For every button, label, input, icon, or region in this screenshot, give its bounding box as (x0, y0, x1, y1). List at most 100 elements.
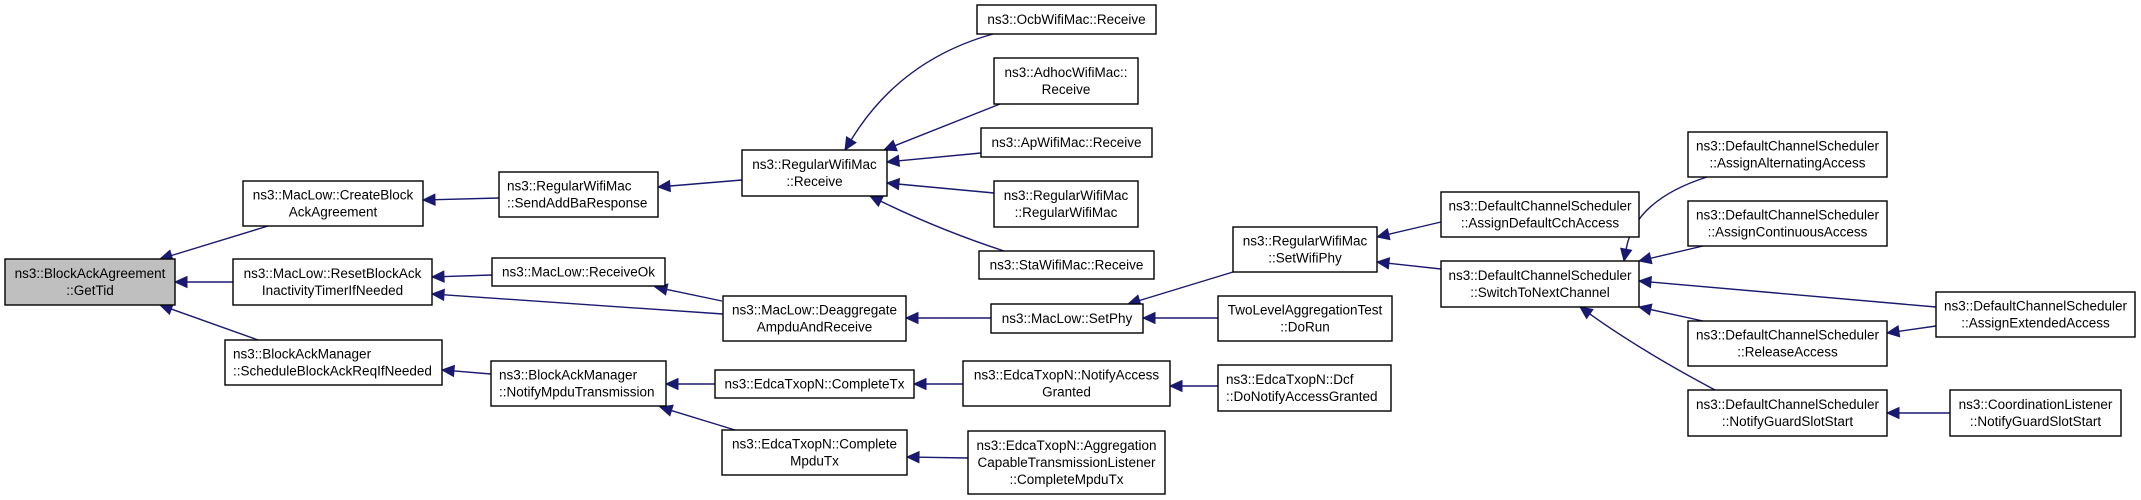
edge-n28-to-n26 (1885, 325, 1937, 338)
node-adhocwifimac-receive[interactable]: ns3::AdhocWifiMac::Receive (993, 57, 1139, 105)
edge-line (443, 274, 493, 278)
edge-line (434, 197, 500, 201)
node-stawifimac-receive[interactable]: ns3::StaWifiMac::Receive (978, 250, 1155, 280)
node-twolevelaggregationtest-dorun[interactable]: TwoLevelAggregationTest::DoRun (1217, 295, 1393, 342)
node-box (1935, 291, 2136, 338)
node-ocbwifimac-receive[interactable]: ns3::OcbWifiMac::Receive (976, 4, 1157, 35)
arrowhead-icon (421, 193, 436, 206)
node-regularwifimac-setwifiphy[interactable]: ns3::RegularWifiMac::SetWifiPhy (1232, 226, 1378, 273)
edge-n16-to-n8 (904, 311, 991, 325)
node-regularwifimac-sendaddbaresponse[interactable]: ns3::RegularWifiMac::SendAddBaResponse (498, 171, 659, 218)
edge-line (1388, 221, 1442, 235)
edge-n24-to-n23 (1620, 176, 1708, 263)
edge-n11-to-n7 (844, 33, 994, 152)
arrowhead-icon (430, 288, 445, 302)
node-edcatxopn-completempdutx[interactable]: ns3::EdcaTxopN::CompleteMpduTx (721, 429, 908, 476)
node-defaultchannelscheduler-assignalternatingaccess[interactable]: ns3::DefaultChannelScheduler::AssignAlte… (1687, 131, 1888, 178)
node-box (1232, 226, 1378, 273)
edge-n8-to-n2 (430, 288, 724, 315)
edge-line (1625, 176, 1708, 250)
node-label: MpduTx (790, 454, 839, 469)
node-label: ::RegularWifiMac (1015, 205, 1118, 220)
node-box (1687, 131, 1888, 178)
arrowhead-icon (905, 450, 920, 464)
node-defaultchannelscheduler-assigndefaultcchaccess[interactable]: ns3::DefaultChannelScheduler::AssignDefa… (1440, 191, 1640, 238)
edge-n18-to-n10 (905, 450, 969, 464)
arrowhead-icon (1885, 325, 1901, 338)
node-edcatxopn-notifyaccessgranted[interactable]: ns3::EdcaTxopN::NotifyAccessGranted (962, 360, 1171, 407)
edge-n2-to-n0 (173, 275, 233, 289)
node-maclow-receiveok[interactable]: ns3::MacLow::ReceiveOk (491, 257, 666, 287)
node-label: ns3::MacLow::CreateBlock (253, 188, 414, 203)
edge-n23-to-n19 (1375, 257, 1442, 270)
arrowhead-icon (912, 377, 927, 391)
node-defaultchannelscheduler-releaseaccess[interactable]: ns3::DefaultChannelScheduler::ReleaseAcc… (1687, 320, 1888, 367)
node-box (4, 258, 176, 306)
node-box (1217, 364, 1392, 412)
node-label: ::SetWifiPhy (1268, 251, 1342, 266)
edge-line (918, 456, 969, 459)
node-label: CapableTransmissionListener (977, 455, 1156, 470)
node-label: ns3::MacLow::ResetBlockAck (244, 266, 422, 281)
node-label: ::ScheduleBlockAckReqIfNeeded (233, 364, 432, 379)
node-box (1440, 191, 1640, 238)
node-label: ns3::CoordinationListener (1959, 397, 2113, 412)
node-box (990, 303, 1144, 334)
arrowhead-icon (1579, 306, 1594, 320)
arrowhead-icon (885, 177, 901, 191)
node-maclow-setphy[interactable]: ns3::MacLow::SetPhy (990, 303, 1144, 334)
node-defaultchannelscheduler-notifyguardslotstart[interactable]: ns3::DefaultChannelScheduler::NotifyGuar… (1687, 389, 1888, 437)
node-defaultchannelscheduler-assignextendedaccess[interactable]: ns3::DefaultChannelScheduler::AssignExte… (1935, 291, 2136, 338)
node-apwifimac-receive[interactable]: ns3::ApWifiMac::Receive (980, 127, 1153, 158)
node-maclow-resetblockackinactivitytimerifneeded[interactable]: ns3::MacLow::ResetBlockAckInactivityTime… (232, 258, 433, 306)
arrowhead-icon (868, 195, 884, 208)
node-box (962, 360, 1171, 407)
node-label: ::Receive (786, 174, 842, 189)
node-blockackmanager-scheduleblockackreqifneeded[interactable]: ns3::BlockAckManager::ScheduleBlockAckRe… (224, 339, 443, 386)
node-label: ::DoRun (1280, 320, 1330, 335)
edge-n7-to-n4 (656, 179, 743, 193)
node-blockackagreement-gettid[interactable]: ns3::BlockAckAgreement::GetTid (4, 258, 176, 306)
arrowhead-icon (1375, 228, 1391, 241)
node-edcatxopn-dcf-donotifyaccessgranted[interactable]: ns3::EdcaTxopN::Dcf::DoNotifyAccessGrant… (1217, 364, 1392, 412)
edge-line (669, 179, 743, 187)
node-box (993, 180, 1139, 228)
edge-line (1139, 271, 1234, 302)
node-coordinationlistener-notifyguardslotstart[interactable]: ns3::CoordinationListener::NotifyGuardSl… (1949, 389, 2122, 437)
edge-line (1388, 262, 1442, 270)
node-label: ns3::OcbWifiMac::Receive (987, 12, 1145, 27)
edge-line (671, 409, 736, 431)
node-edcatxopn-aggregationcapabletransmissionlistener-completempdutx[interactable]: ns3::EdcaTxopN::AggregationCapableTransm… (967, 430, 1166, 495)
node-label: InactivityTimerIfNeeded (262, 283, 403, 298)
edge-n25-to-n23 (1637, 245, 1704, 265)
edge-line (1650, 281, 1937, 308)
node-defaultchannelscheduler-assigncontinuousaccess[interactable]: ns3::DefaultChannelScheduler::AssignCont… (1687, 200, 1888, 247)
node-blockackmanager-notifympdutransmission[interactable]: ns3::BlockAckManager::NotifyMpduTransmis… (490, 360, 667, 407)
edge-line (894, 103, 1001, 147)
arrowhead-icon (885, 154, 901, 168)
node-label: ns3::DefaultChannelScheduler (1448, 268, 1632, 283)
edge-n29-to-n27 (1885, 406, 1950, 420)
node-regularwifimac-receive[interactable]: ns3::RegularWifiMac::Receive (741, 149, 888, 197)
node-label: ::GetTid (66, 283, 114, 298)
edge-n9-to-n6 (664, 377, 715, 391)
edge-line (1650, 308, 1704, 322)
node-label: ::DoNotifyAccessGranted (1226, 389, 1378, 404)
node-regularwifimac-regularwifimac[interactable]: ns3::RegularWifiMac::RegularWifiMac (993, 180, 1139, 228)
node-edcatxopn-completetx[interactable]: ns3::EdcaTxopN::CompleteTx (714, 369, 915, 399)
node-label: ns3::EdcaTxopN::Aggregation (976, 438, 1156, 453)
node-box (976, 4, 1157, 35)
node-label: ns3::EdcaTxopN::Dcf (1226, 372, 1354, 387)
arrowhead-icon (1885, 406, 1900, 420)
node-defaultchannelscheduler-switchtonextchannel[interactable]: ns3::DefaultChannelScheduler::SwitchToNe… (1440, 260, 1640, 308)
node-label: TwoLevelAggregationTest (1228, 303, 1383, 318)
node-label: ns3::DefaultChannelScheduler (1696, 328, 1880, 343)
node-label: ns3::RegularWifiMac (507, 179, 632, 194)
node-label: ns3::BlockAckAgreement (15, 266, 166, 281)
node-label: ns3::ApWifiMac::Receive (991, 135, 1141, 150)
arrowhead-icon (882, 139, 898, 152)
edge-line (898, 152, 982, 162)
